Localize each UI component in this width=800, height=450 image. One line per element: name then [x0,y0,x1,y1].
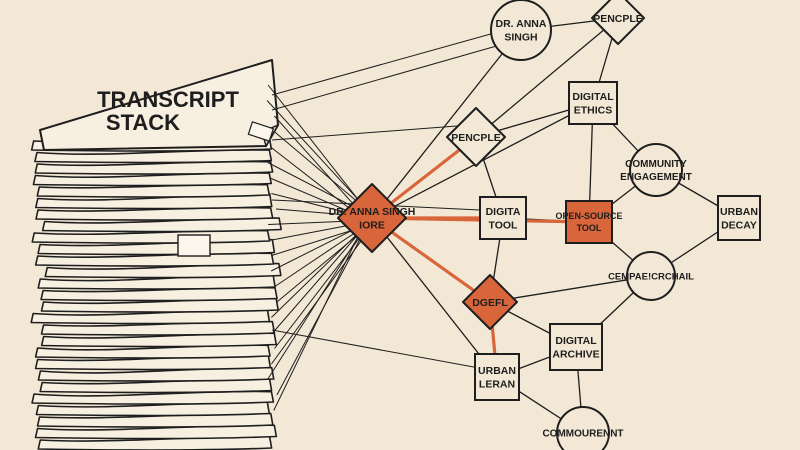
stack-link-line [271,44,501,111]
node-shape-square [568,81,618,125]
stack-sheet [36,183,271,198]
stack-title: TRANSCRIPT STACK [97,87,239,135]
stack-sheet [35,401,271,417]
stack-sticky-tab [177,234,211,257]
node-shape-square [549,323,603,371]
stack-sheet [37,273,276,290]
node-label: TOOL [489,220,519,232]
transcript-stack [30,59,282,450]
node-label: DIGITAL [555,335,597,347]
node-commourennt: COMMOURENNT [542,406,624,450]
node-shape-circle [626,251,676,301]
node-shape-square [474,353,520,401]
node-degel: DGEFL [462,274,518,330]
node-label: ENGAGEMENT [620,172,692,183]
node-shape-square [565,200,613,244]
stack-link-line [271,329,491,371]
stack-sheet [40,297,279,313]
node-label: URBAN [720,206,758,218]
node-anna_top: DR. ANNA SINGH [490,0,552,61]
node-label: DGEFL [472,297,508,309]
node-shape-diamond [462,274,518,330]
node-label: DECAY [721,220,757,232]
node-pencple_mid: PENCPLE [446,107,506,167]
network-nodes: DR. ANNA SINGH IORE DR. ANNA SINGH PENCPLE DI… [329,0,761,450]
node-digita_tool: DIGITA TOOL [479,196,527,240]
stack-sheet [40,332,278,348]
stack-sheet [31,229,271,244]
node-label: COMMUNITY [625,159,687,170]
node-label: ARCHIVE [552,349,599,361]
edge-pencple_mid-pencple_top [475,17,619,138]
node-label: CEMPAE!CRCHAIL [608,271,694,282]
node-shape-square [479,196,527,240]
node-urban_leran: URBAN LERAN [474,353,520,401]
node-pencple_top: PENCPLE [591,0,645,45]
stack-sheet [34,354,272,371]
node-label: DR. ANNA [496,18,547,30]
stack-sheet [35,206,274,221]
stack-sheet [31,390,275,405]
node-label: DR. ANNA SINGH [329,206,416,218]
node-shape-diamond [591,0,645,45]
node-hub: DR. ANNA SINGH IORE [329,183,416,253]
node-label: PENCPLE [451,132,501,144]
stack-link-line [266,100,375,218]
node-label: OPEN-SOURCE [555,211,622,221]
node-shape-diamond [337,183,407,253]
node-digital_archive: DIGITAL ARCHIVE [549,323,603,371]
stack-sheet [34,252,275,267]
node-shape-diamond [446,107,506,167]
stack-sheet [40,286,278,302]
stack-sheet [34,424,278,440]
node-label: PENCPLE [593,13,643,25]
stack-link-line [271,29,506,96]
edge-hub-anna_top [371,29,522,219]
node-digital_ethics: DIGITAL ETHICS [568,81,618,125]
stack-sheet [37,238,276,256]
node-label: SINGH [504,32,537,44]
stack-sheet [34,193,273,210]
stack-sheet [30,308,271,325]
stack-sheet [44,262,282,279]
stack-sheet [41,217,282,233]
node-label: URBAN [478,365,516,377]
node-label: COMMOURENNT [542,429,623,440]
stack-small-tab [247,121,275,142]
node-shape-square [717,195,761,241]
node-shape-circle [629,143,683,197]
stack-title-line1: TRANSCRIPT [97,87,239,112]
stack-sheet [40,320,276,336]
node-shape-circle [490,0,552,61]
node-shape-circle [556,406,610,450]
node-label: TOOL [577,223,602,233]
node-community: COMMUNITY ENGAGEMENT [620,143,692,197]
stack-sheet [37,366,275,382]
stack-sheet [36,412,274,428]
stack-link-line [271,223,369,318]
node-urban_decay: URBAN DECAY [717,195,761,241]
node-cempae: CEMPAE!CRCHAIL [608,251,694,301]
stack-sheet [39,378,273,394]
edge-hub-urban_leran [371,217,498,378]
stack-link-line [273,214,370,411]
node-label: IORE [359,220,385,232]
node-label: DIGITA [486,206,521,218]
node-label: LERAN [479,379,515,391]
stack-sheet [34,160,274,175]
stack-sheet [34,149,273,164]
stack-sheet [32,172,272,187]
stack-sheet [34,344,271,359]
stack-title-line2: STACK [106,110,180,135]
edge-degel-cempae [489,275,652,303]
stack-link-line [274,217,376,349]
node-label: DIGITAL [572,91,614,103]
node-label: ETHICS [574,105,613,117]
stack-link-line [267,217,372,380]
node-open_source: OPEN-SOURCE TOOL [555,200,623,244]
stack-link-line [271,124,471,141]
